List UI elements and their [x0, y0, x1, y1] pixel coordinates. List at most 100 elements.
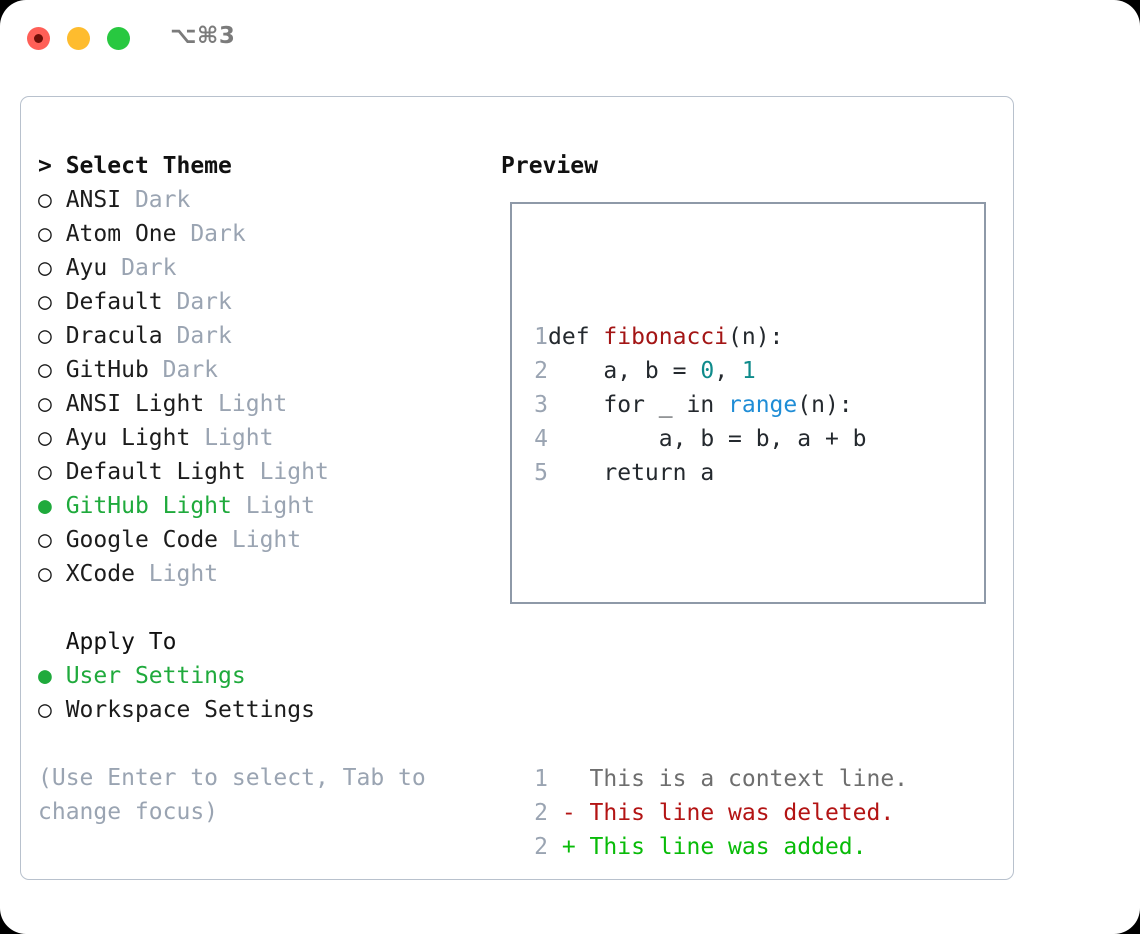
radio-unselected-icon: ○	[38, 357, 52, 383]
theme-option-label: Ayu Light	[51, 425, 191, 451]
theme-option-variant: Dark	[162, 323, 232, 349]
content-panel: > Select Theme ○ ANSI Dark○ Atom One Dar…	[20, 96, 1014, 880]
radio-unselected-icon: ○	[38, 459, 52, 485]
radio-unselected-icon: ○	[38, 221, 52, 247]
diff-block: 1 This is a context line.2 - This line w…	[526, 762, 908, 864]
radio-unselected-icon: ○	[38, 561, 52, 587]
theme-option-variant: Dark	[162, 289, 232, 315]
radio-unselected-icon: ○	[38, 527, 52, 553]
code-token: This is a context line.	[548, 766, 909, 792]
line-number: 1	[534, 766, 548, 792]
theme-option-ansi-light[interactable]: ○ ANSI Light Light	[38, 387, 478, 421]
code-token: def	[548, 324, 604, 350]
code-token: a, b = b, a + b	[548, 426, 867, 452]
theme-option-variant: Light	[231, 493, 315, 519]
theme-selection-column: > Select Theme ○ ANSI Dark○ Atom One Dar…	[38, 149, 478, 727]
theme-option-label: Default	[51, 289, 163, 315]
theme-list: ○ ANSI Dark○ Atom One Dark○ Ayu Dark○ De…	[38, 183, 478, 591]
keyboard-shortcut-label: ⌥⌘3	[170, 23, 236, 49]
theme-option-variant: Light	[134, 561, 219, 587]
code-token: for _ in	[548, 392, 729, 418]
theme-option-label: Google Code	[51, 527, 219, 553]
code-token: a, b =	[548, 358, 701, 384]
code-line: 3 for _ in range(n):	[526, 388, 908, 422]
radio-unselected-icon: ○	[38, 289, 52, 315]
theme-option-xcode[interactable]: ○ XCode Light	[38, 557, 478, 591]
keyboard-hint-text: (Use Enter to select, Tab to change focu…	[38, 765, 426, 825]
line-number: 4	[534, 426, 548, 452]
selection-caret: >	[38, 153, 66, 179]
theme-option-label: XCode	[51, 561, 135, 587]
theme-list-header: > Select Theme	[38, 149, 478, 183]
code-line: 5 return a	[526, 456, 908, 490]
title-bar: ⌥⌘3	[0, 0, 1140, 78]
theme-option-label: Ayu	[51, 255, 108, 281]
code-token: range	[728, 392, 798, 418]
theme-option-variant: Dark	[121, 187, 191, 213]
theme-option-default[interactable]: ○ Default Dark	[38, 285, 478, 319]
minimize-button-icon[interactable]	[67, 27, 90, 50]
apply-to-option-workspace-settings[interactable]: ○ Workspace Settings	[38, 693, 478, 727]
theme-option-google-code[interactable]: ○ Google Code Light	[38, 523, 478, 557]
diff-line: 2 + This line was added.	[526, 830, 908, 864]
radio-selected-icon: ●	[38, 663, 52, 689]
code-line: 4 a, b = b, a + b	[526, 422, 908, 456]
radio-unselected-icon: ○	[38, 255, 52, 281]
diff-line: 1 This is a context line.	[526, 762, 908, 796]
maximize-button-icon[interactable]	[107, 27, 130, 50]
line-number: 2	[534, 358, 548, 384]
theme-option-variant: Dark	[176, 221, 246, 247]
radio-unselected-icon: ○	[38, 391, 52, 417]
theme-option-label: ANSI	[51, 187, 122, 213]
line-number: 2	[534, 800, 548, 826]
apply-to-option-label: User Settings	[51, 663, 246, 689]
theme-option-dracula[interactable]: ○ Dracula Dark	[38, 319, 478, 353]
list-spacer	[38, 591, 478, 625]
code-token: 1	[741, 358, 756, 384]
code-line: 1def fibonacci(n):	[526, 320, 908, 354]
apply-to-list: ● User Settings○ Workspace Settings	[38, 659, 478, 727]
theme-option-github[interactable]: ○ GitHub Dark	[38, 353, 478, 387]
theme-option-default-light[interactable]: ○ Default Light Light	[38, 455, 478, 489]
apply-to-header-indent	[38, 629, 66, 655]
radio-selected-icon: ●	[38, 493, 52, 519]
theme-option-variant: Dark	[107, 255, 177, 281]
apply-to-option-label: Workspace Settings	[51, 697, 315, 723]
code-token: (n):	[728, 324, 784, 350]
code-token: - This line was deleted.	[548, 800, 895, 826]
code-token: 0	[700, 358, 715, 384]
apply-to-header: Apply To	[38, 625, 478, 659]
radio-unselected-icon: ○	[38, 425, 52, 451]
theme-list-header-label: Select Theme	[65, 153, 232, 179]
theme-option-ansi[interactable]: ○ ANSI Dark	[38, 183, 478, 217]
theme-option-github-light[interactable]: ● GitHub Light Light	[38, 489, 478, 523]
apply-to-option-user-settings[interactable]: ● User Settings	[38, 659, 478, 693]
preview-title: Preview	[501, 153, 598, 179]
theme-option-label: Default Light	[51, 459, 246, 485]
line-number: 1	[534, 324, 548, 350]
apply-to-header-label: Apply To	[65, 629, 177, 655]
theme-option-label: ANSI Light	[51, 391, 205, 417]
code-token: + This line was added.	[548, 834, 867, 860]
close-button-icon[interactable]	[27, 27, 50, 50]
theme-option-ayu[interactable]: ○ Ayu Dark	[38, 251, 478, 285]
theme-option-label: Atom One	[51, 221, 177, 247]
line-number: 3	[534, 392, 548, 418]
code-token: return a	[548, 460, 715, 486]
theme-option-variant: Light	[245, 459, 329, 485]
code-diff-gap-2	[526, 660, 908, 694]
theme-option-variant: Dark	[148, 357, 219, 383]
radio-unselected-icon: ○	[38, 187, 52, 213]
theme-option-ayu-light[interactable]: ○ Ayu Light Light	[38, 421, 478, 455]
line-number: 2	[534, 834, 548, 860]
code-line: 2 a, b = 0, 1	[526, 354, 908, 388]
radio-unselected-icon: ○	[38, 323, 52, 349]
radio-unselected-icon: ○	[38, 697, 52, 723]
theme-option-variant: Light	[218, 527, 302, 553]
code-token: ,	[714, 358, 742, 384]
theme-option-atom-one[interactable]: ○ Atom One Dark	[38, 217, 478, 251]
line-number: 5	[534, 460, 548, 486]
